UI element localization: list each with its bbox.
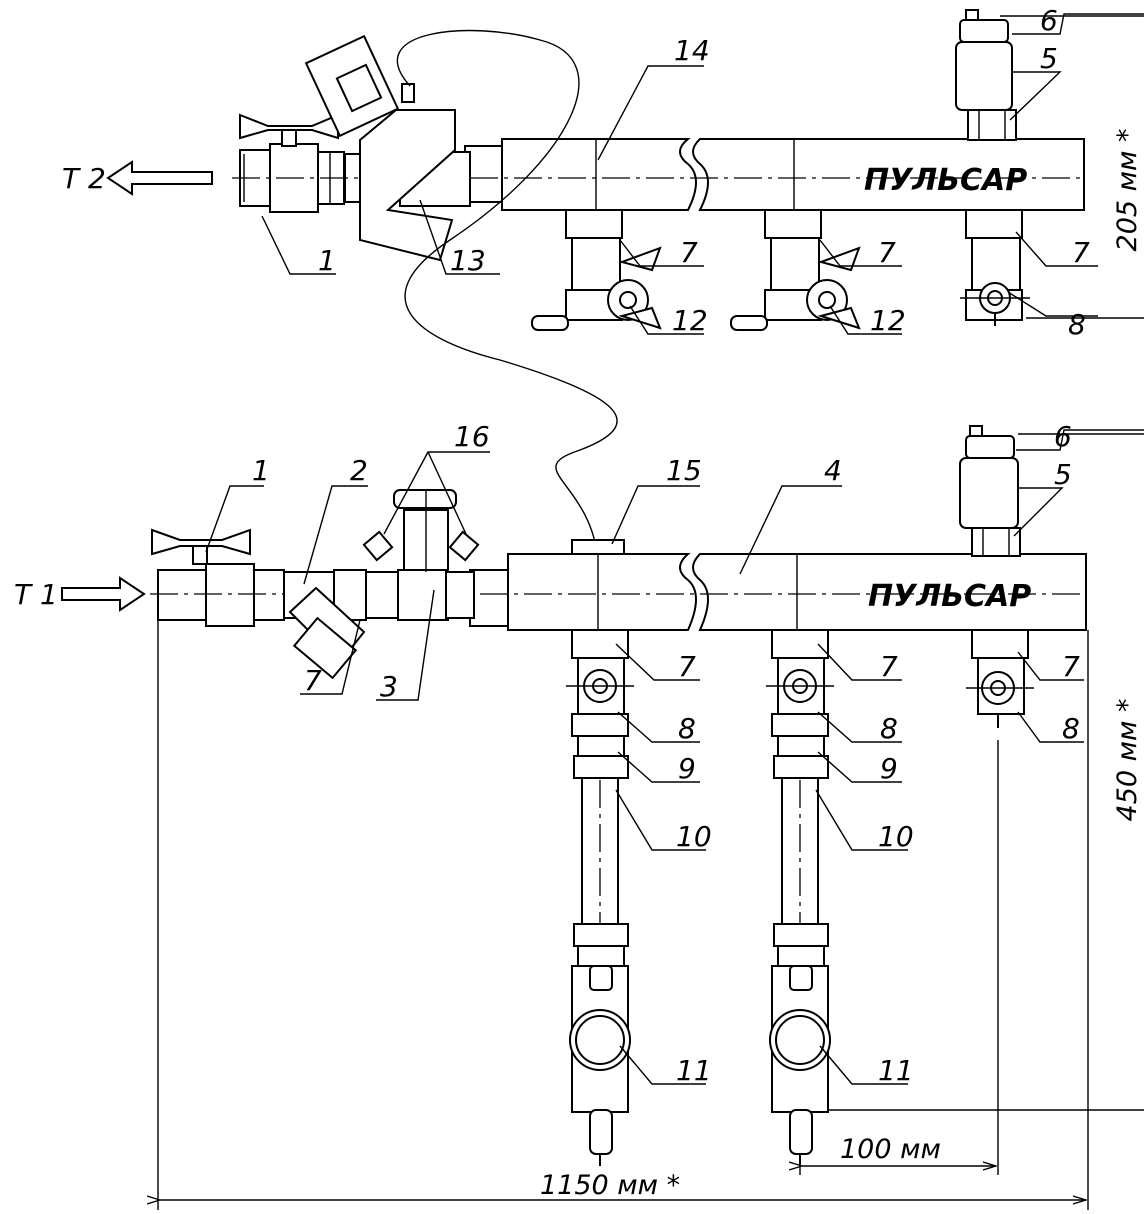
callout-top-7a: 7: [680, 236, 698, 269]
callout-bottom-6: 6: [1054, 420, 1072, 453]
return-air-vent: [955, 9, 1017, 141]
callout-bottom-4: 4: [824, 454, 842, 487]
flow-regulator: [362, 489, 480, 621]
callout-bottom-5: 5: [1054, 458, 1072, 491]
callout-bottom-11b: 11: [878, 1054, 914, 1087]
callout-top-1: 1: [318, 244, 336, 277]
callout-bottom-8b: 8: [880, 712, 898, 745]
branch-2: [766, 629, 834, 1166]
capillary-tube: [396, 29, 618, 561]
callout-bottom-10b: 10: [878, 820, 914, 853]
callout-bottom-1: 1: [252, 454, 270, 487]
callout-bottom-7d: 7: [1062, 650, 1080, 683]
callout-top-14: 14: [674, 34, 710, 67]
callout-top-5: 5: [1040, 42, 1058, 75]
supply-valve-handle-icon: [151, 528, 251, 556]
supply-manifold-logo: ПУЛЬСАР: [868, 579, 1031, 614]
width-dimension: 1150 мм *: [540, 1170, 680, 1201]
supply-manifold: ПУЛЬСАР: [150, 425, 1087, 1166]
callout-bottom-11a: 11: [676, 1054, 712, 1087]
return-manifold-body-left: [501, 138, 697, 211]
supply-manifold-body-right: [692, 553, 1087, 631]
callout-bottom-8a: 8: [678, 712, 696, 745]
return-fitting-1: [531, 209, 662, 331]
callout-bottom-10a: 10: [676, 820, 712, 853]
supply-air-vent: [959, 425, 1021, 557]
callout-top-7b: 7: [878, 236, 896, 269]
callout-top-8: 8: [1068, 308, 1086, 341]
return-flow-arrow-icon: [106, 160, 213, 196]
branch-3: [966, 629, 1034, 728]
callout-leaders: [205, 13, 1144, 1085]
return-arrow-label: T 2: [62, 162, 106, 195]
pitch-dimension: 100 мм: [840, 1134, 941, 1165]
supply-arrow-label: T 1: [14, 578, 58, 611]
supply-ball-valve: [150, 528, 285, 627]
return-manifold-logo: ПУЛЬСАР: [864, 163, 1027, 198]
return-fitting-3: [960, 209, 1030, 326]
return-fitting-2: [730, 209, 861, 331]
return-valve-handle-icon: [239, 113, 339, 140]
height-top-dimension: 205 мм *: [1112, 129, 1143, 252]
height-bottom-dimension: 450 мм *: [1112, 699, 1143, 822]
callout-bottom-7b: 7: [678, 650, 696, 683]
callout-bottom-8c: 8: [1062, 712, 1080, 745]
dimension-lines: [158, 15, 1144, 1210]
manifold-plug: [571, 539, 625, 555]
supply-flow-arrow-icon: [61, 576, 146, 612]
return-manifold: ПУЛЬСАР: [232, 9, 1086, 561]
callout-bottom-9a: 9: [678, 752, 696, 785]
callout-top-12b: 12: [870, 304, 906, 337]
callout-top-7c: 7: [1072, 236, 1090, 269]
callout-bottom-2: 2: [350, 454, 368, 487]
return-manifold-body-right: [692, 138, 1085, 211]
balancing-valve: [304, 34, 471, 262]
callout-bottom-3: 3: [380, 670, 398, 703]
branch-1: [566, 629, 634, 1166]
supply-manifold-body-left: [507, 553, 697, 631]
callout-bottom-9b: 9: [880, 752, 898, 785]
callout-top-13: 13: [450, 244, 486, 277]
callout-bottom-16: 16: [454, 420, 490, 453]
supply-pipe-stub: [469, 569, 513, 627]
callout-bottom-15: 15: [666, 454, 702, 487]
callout-top-6: 6: [1040, 4, 1058, 37]
strainer: [283, 569, 367, 680]
callout-bottom-7c: 7: [880, 650, 898, 683]
callout-numbers: 14 6 5 1 13 7 12 7 12 7 8 16 1 2 15 4 6 …: [252, 4, 1090, 1087]
callout-bottom-7a: 7: [304, 664, 322, 697]
callout-top-12a: 12: [672, 304, 708, 337]
